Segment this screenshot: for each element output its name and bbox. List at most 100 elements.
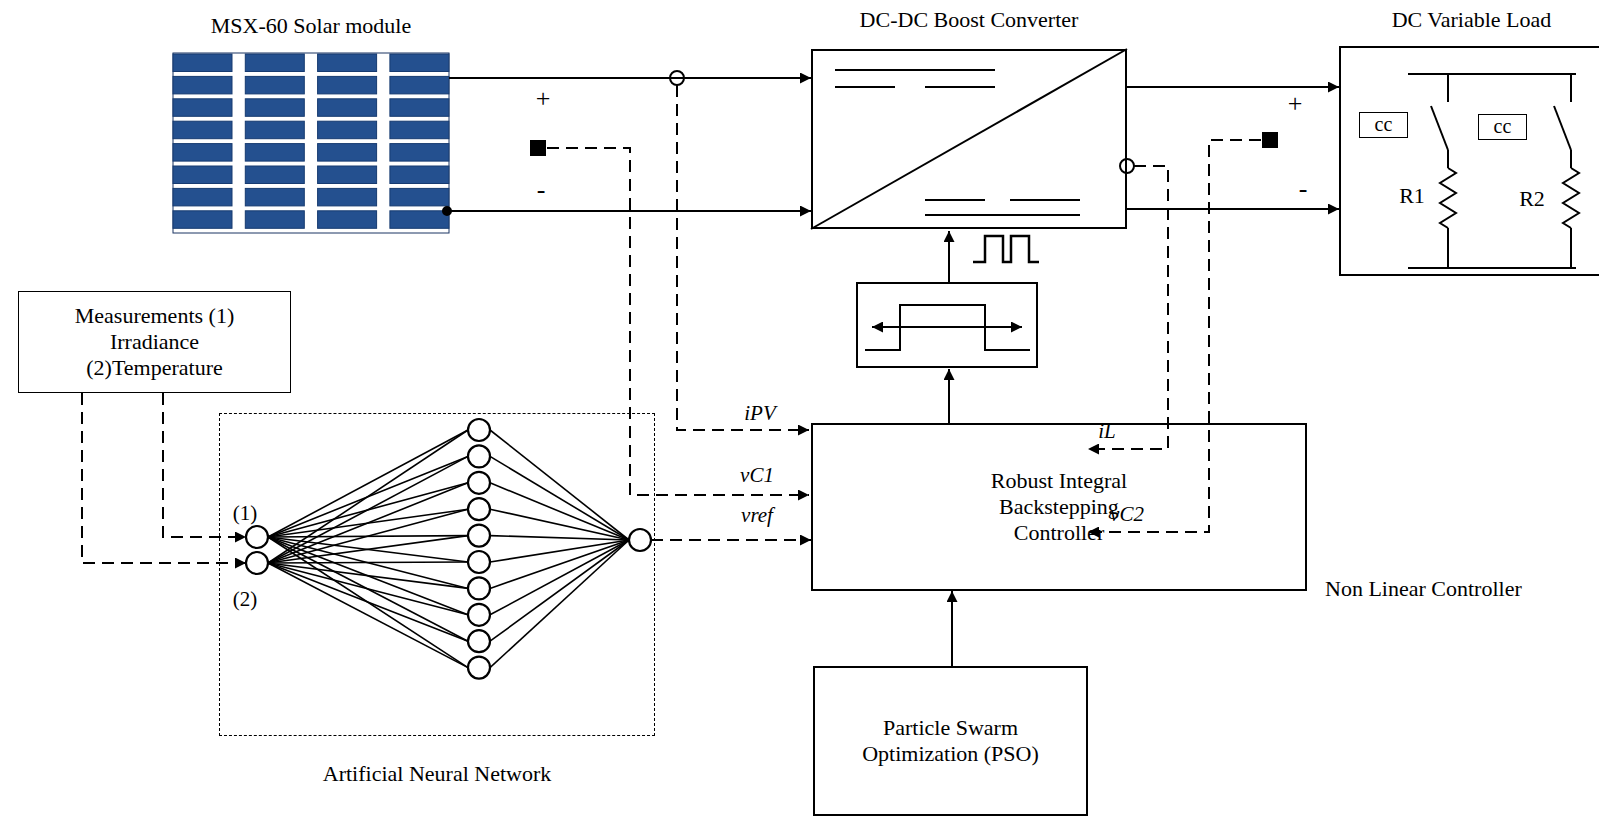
switch-resistor-branch xyxy=(1563,168,1579,228)
solar-panel-cells xyxy=(318,188,377,206)
solar-panel-cells xyxy=(390,54,449,72)
neural-network-graph xyxy=(268,456,468,563)
optimizer-box: Particle Swarm Optimization (PSO) xyxy=(813,666,1088,816)
solar-panel-cells xyxy=(173,76,232,94)
box-heading: Non Linear Controller xyxy=(1325,576,1522,602)
cc-box: cc xyxy=(1359,112,1408,138)
connector xyxy=(82,393,246,563)
switch-resistor-branch xyxy=(1447,74,1449,102)
solar-panel-cells xyxy=(318,121,377,139)
sensor-lines xyxy=(443,71,1277,532)
neural-network-graph xyxy=(246,419,651,679)
cc-box: cc xyxy=(1478,114,1527,140)
switch-resistor-branch xyxy=(1431,106,1448,150)
solar-panel-cells xyxy=(173,166,232,184)
solar-panel-cells xyxy=(245,54,304,72)
connector xyxy=(951,591,953,666)
measurement-box: Measurements (1) Irradiance (2)Temperatu… xyxy=(18,291,291,393)
neural-network-graph xyxy=(468,604,490,626)
load-circuit xyxy=(1408,73,1576,75)
box-text: Particle Swarm Optimization (PSO) xyxy=(843,715,1058,767)
solar-panel-cells xyxy=(173,53,449,233)
solar-panel-cells xyxy=(318,54,377,72)
solar-panel-cells xyxy=(173,121,232,139)
solar-panel-cells xyxy=(390,188,449,206)
switch-resistor-branch xyxy=(1570,74,1572,102)
neural-network-graph xyxy=(268,563,468,615)
neural-network-graph xyxy=(468,657,490,679)
box-text: Measurements (1) Irradiance (2)Temperatu… xyxy=(45,303,265,381)
pwm-block xyxy=(857,283,1037,367)
solar-panel-cells xyxy=(390,99,449,117)
polarity-sign: - xyxy=(537,176,546,205)
signal-name: vC1 xyxy=(740,464,774,487)
neural-network-graph xyxy=(490,483,629,540)
sensor-lines xyxy=(677,85,809,430)
solar-panel-cells xyxy=(318,144,377,162)
connector xyxy=(449,210,811,212)
solar-panel-cells xyxy=(318,99,377,117)
box-heading: DC Variable Load xyxy=(1392,7,1552,33)
converter-symbol xyxy=(925,199,985,201)
converter-symbol xyxy=(925,86,995,88)
box-heading: DC-DC Boost Converter xyxy=(860,7,1079,33)
solar-panel-cells xyxy=(173,53,449,233)
neural-network-graph xyxy=(468,472,490,494)
solar-panel-cells xyxy=(390,76,449,94)
neural-network-graph xyxy=(268,563,468,641)
signal-name: iL xyxy=(1098,420,1116,443)
neural-network-graph xyxy=(490,540,629,641)
switch-resistor-branch xyxy=(1570,150,1572,168)
sensor-lines xyxy=(531,141,545,155)
neural-network-graph xyxy=(468,577,490,599)
neural-network-graph xyxy=(468,445,490,467)
neural-network-graph xyxy=(490,540,629,668)
load-circuit xyxy=(1408,74,1576,268)
converter-symbol xyxy=(1010,199,1080,201)
switch-resistor-branch xyxy=(1554,106,1571,150)
neural-network-graph xyxy=(468,551,490,573)
sensor-lines xyxy=(1120,159,1134,173)
solar-panel-cells xyxy=(390,166,449,184)
switch-resistor-branch xyxy=(1431,74,1579,268)
switch-resistor-branch xyxy=(1447,228,1449,268)
polarity-sign: + xyxy=(536,85,551,114)
neural-network-graph xyxy=(268,430,468,537)
neural-network-graph xyxy=(268,430,468,563)
signal-name: iPV xyxy=(744,402,776,425)
solar-panel-cells xyxy=(173,54,232,72)
neural-network-graph xyxy=(268,536,468,563)
neural-network-graph xyxy=(490,430,629,540)
input-number: (1) xyxy=(233,502,258,525)
switch-resistor-branch xyxy=(1447,150,1449,168)
neural-network-graph xyxy=(468,525,490,547)
resistor-name: R2 xyxy=(1519,187,1545,211)
solar-panel-cells xyxy=(245,121,304,139)
pwm-block xyxy=(948,231,950,283)
switch-resistor-branch xyxy=(1440,168,1456,228)
box-heading: MSX-60 Solar module xyxy=(211,13,411,39)
neural-network-graph xyxy=(268,537,468,641)
neural-network-graph xyxy=(246,552,268,574)
connector xyxy=(1127,208,1339,210)
neural-network-graph xyxy=(268,509,468,563)
polarity-sign: - xyxy=(1299,175,1308,204)
neural-network-graph xyxy=(246,526,268,548)
solar-panel-cells xyxy=(318,211,377,229)
neural-network-graph xyxy=(268,563,468,588)
signal-name: vC2 xyxy=(1110,503,1144,526)
solar-panel-cells xyxy=(245,188,304,206)
solar-panel-cells xyxy=(390,144,449,162)
neural-network-graph xyxy=(268,562,468,563)
solar-panel-cells xyxy=(318,166,377,184)
solar-panel-cells xyxy=(390,211,449,229)
load-box: DC Variable Loadcccc xyxy=(1339,46,1599,276)
solar-panel-cells xyxy=(173,144,232,162)
connector xyxy=(449,77,811,79)
connector xyxy=(651,539,811,541)
neural-network-graph xyxy=(468,419,490,441)
sensor-lines xyxy=(1263,133,1277,147)
box-text: cc xyxy=(1494,115,1512,139)
box-text: Robust Integral Backstepping Controller xyxy=(989,468,1129,546)
